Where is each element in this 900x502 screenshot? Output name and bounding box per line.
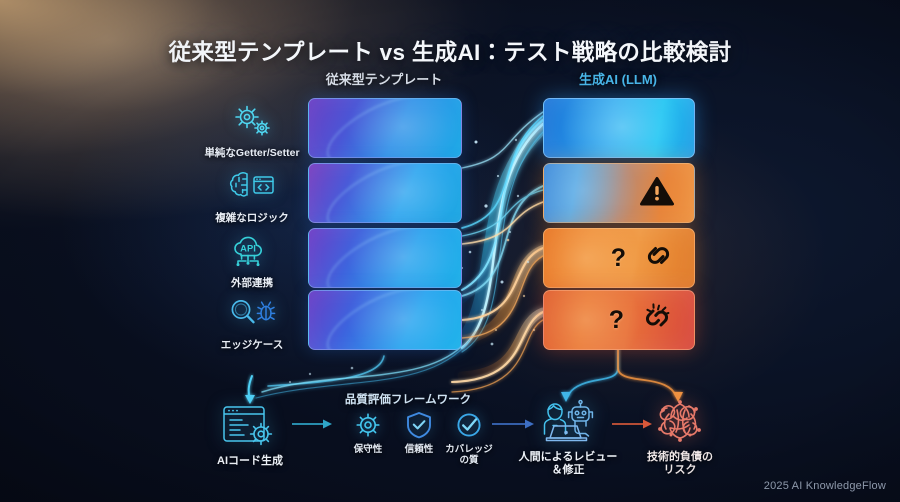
column-header-genai: 生成AI (LLM) [579, 72, 657, 87]
row-label-external-integration: API 外部連携 [192, 230, 312, 290]
traditional-card-row3[interactable] [308, 228, 462, 288]
genai-card-row1[interactable] [543, 98, 695, 158]
row-label-text: 単純なGetter/Setter [204, 147, 300, 159]
code-window-gear-icon [185, 400, 315, 450]
traditional-card-row1[interactable] [308, 98, 462, 158]
traditional-card-row4[interactable] [308, 290, 462, 350]
card-sheen [309, 99, 461, 157]
brain-code-icon [192, 165, 312, 207]
card-arc [317, 229, 442, 287]
gears-icon [192, 100, 312, 142]
row-label-text: エッジケース [220, 339, 284, 351]
api-cloud-icon: API [192, 230, 312, 272]
card-arc [317, 164, 442, 222]
row-label-text: 外部連携 [231, 277, 273, 289]
quality-framework-title: 品質評価フレームワーク [344, 394, 472, 406]
traditional-card-row2[interactable] [308, 163, 462, 223]
svg-text:API: API [240, 243, 256, 254]
column-header-traditional: 従来型テンプレート [325, 72, 443, 87]
genai-card-row3[interactable]: ? [543, 228, 695, 288]
card-sheen [544, 99, 694, 157]
page-title: 従来型テンプレート vs 生成AI：テスト戦略の比較検討 [168, 40, 732, 66]
warning-triangle-icon [640, 176, 674, 211]
genai-card-glyphs: ? [544, 291, 694, 349]
quality-item-coverage-quality[interactable]: カバレッジ の質 [438, 408, 500, 467]
chain-link-icon [643, 241, 674, 275]
quality-item-label: カバレッジ の質 [445, 444, 493, 467]
card-arc [317, 291, 442, 349]
card-sheen [309, 291, 461, 349]
circle-check-icon [438, 408, 500, 442]
card-sheen [309, 229, 461, 287]
pipeline-node-ai-code-gen[interactable]: AIコード生成 [185, 400, 315, 468]
row-label-text: 複雑なロジック [215, 212, 289, 224]
magnifier-bug-icon [192, 292, 312, 334]
row-label-edge-case: エッジケース [192, 292, 312, 352]
broken-chain-icon [641, 302, 674, 338]
pipeline-node-human-review[interactable]: 人間によるレビュー ＆修正 [503, 396, 633, 478]
row-label-simple-getter-setter: 単純なGetter/Setter [192, 100, 312, 160]
row-label-complex-logic: 複雑なロジック [192, 165, 312, 225]
genai-card-row2[interactable] [543, 163, 695, 223]
human-robot-laptop-icon [503, 396, 633, 446]
genai-card-row4[interactable]: ? [543, 290, 695, 350]
footer-credit: 2025 AI KnowledgeFlow [763, 480, 886, 492]
pipeline-node-tech-debt-risk[interactable]: 技術的負債の リスク [615, 396, 745, 478]
question-mark-glyph: ? [608, 305, 624, 334]
pipeline-node-label: 人間によるレビュー ＆修正 [518, 451, 618, 477]
question-mark-glyph: ? [610, 243, 626, 272]
pipeline-node-label: 技術的負債の リスク [647, 451, 713, 477]
pipeline-node-label: AIコード生成 [217, 455, 283, 467]
card-arc [317, 99, 442, 157]
genai-card-glyphs [544, 164, 694, 222]
genai-card-glyphs: ? [544, 229, 694, 287]
tangled-knot-icon [615, 396, 745, 446]
card-sheen [309, 164, 461, 222]
